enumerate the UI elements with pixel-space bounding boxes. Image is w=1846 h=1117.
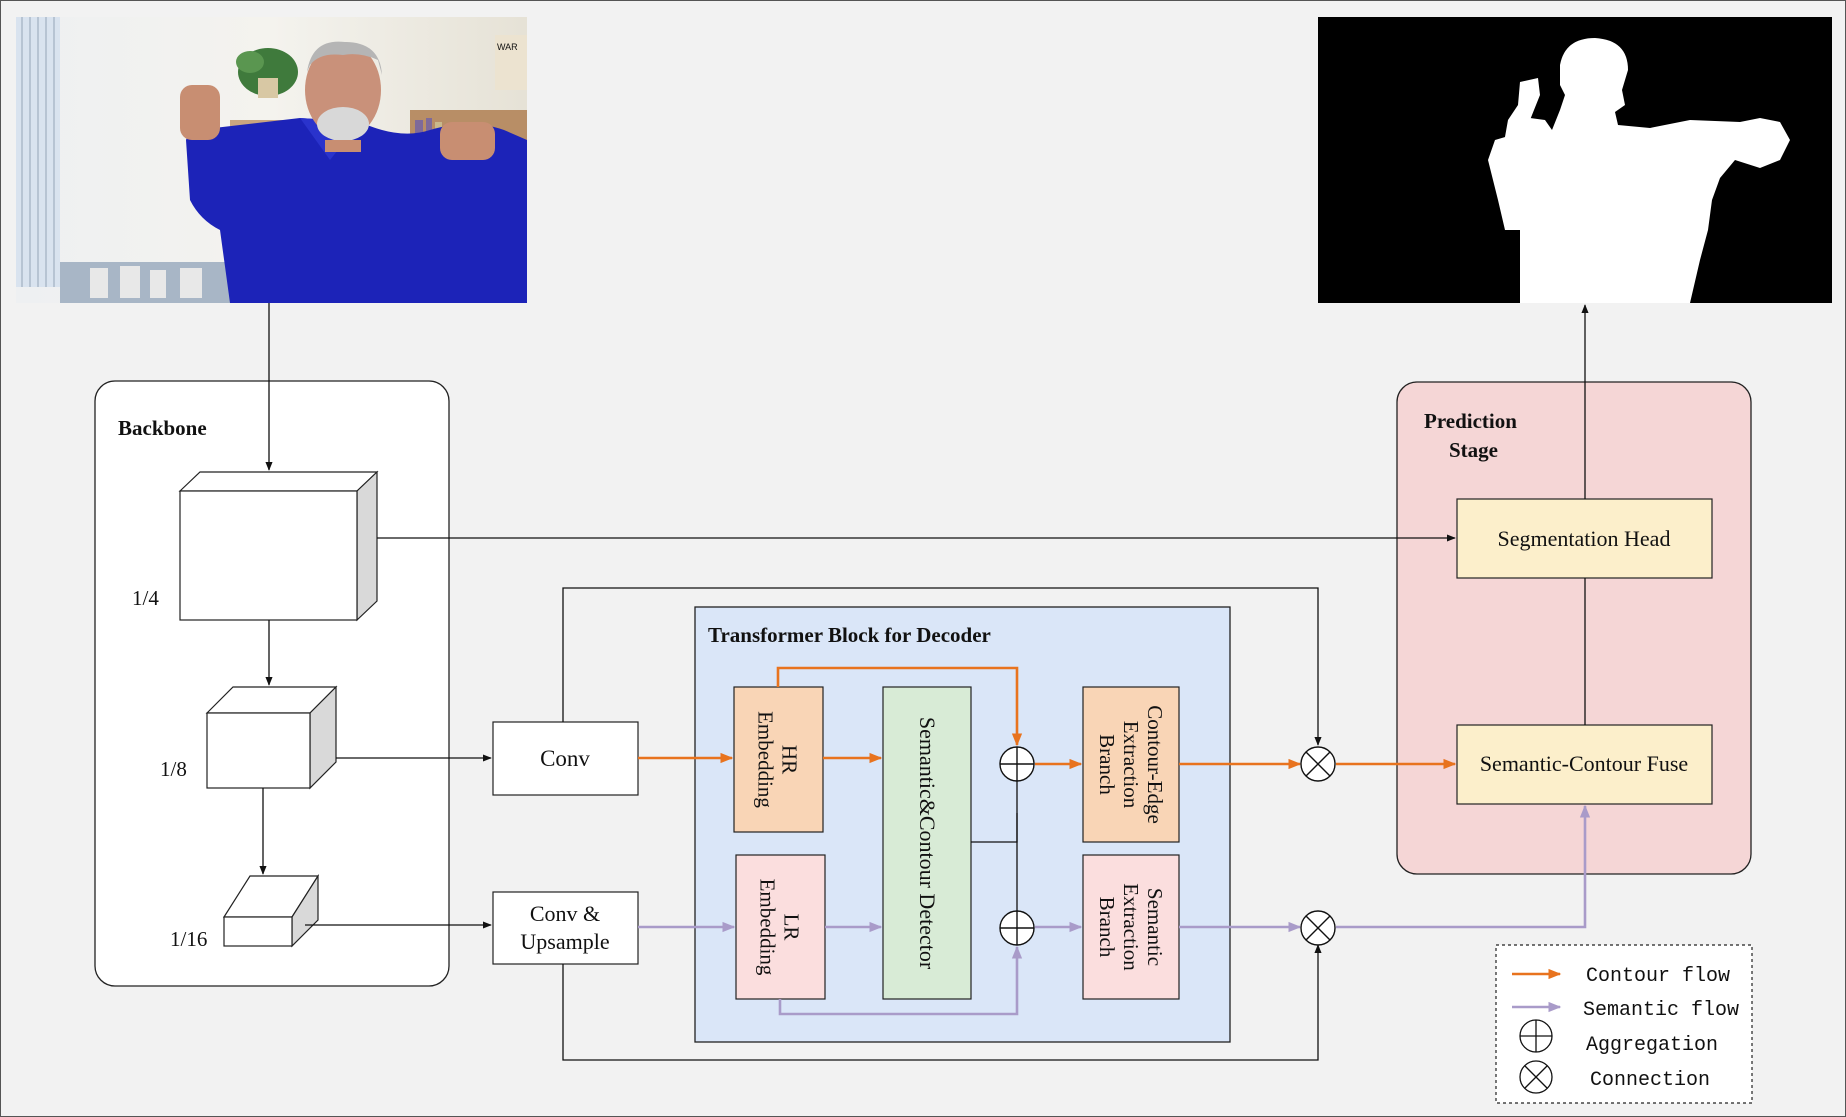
aggregation-node-top [999, 746, 1035, 782]
lr-embedding-box: LR Embedding [735, 854, 826, 1000]
legend-semantic-label: Semantic flow [1583, 999, 1739, 1022]
semantic-branch-label-line3: Branch [1095, 897, 1119, 958]
conv-upsample-box: Conv & Upsample [492, 891, 639, 965]
contour-branch-label-line2: Extraction [1119, 721, 1143, 809]
segmentation-head-box: Segmentation Head [1456, 498, 1713, 579]
connection-node-top [1300, 746, 1336, 782]
legend-aggregation-icon [1519, 1019, 1553, 1053]
conv-upsample-label-line1: Conv & [530, 901, 600, 926]
feature-cube-quarter [178, 470, 379, 622]
legend-contour-label: Contour flow [1586, 965, 1730, 988]
contour-flow-arrows [638, 666, 1457, 770]
scale-label-quarter: 1/4 [132, 586, 159, 610]
conv-label: Conv [540, 746, 590, 771]
hr-embedding-box: HR Embedding [733, 686, 824, 833]
scale-label-eighth: 1/8 [160, 757, 187, 781]
lr-embedding-label-line1: LR [780, 914, 804, 941]
lr-embedding-label-line2: Embedding [756, 879, 780, 976]
connection-node-bottom [1300, 910, 1336, 946]
input-photo: WAR [16, 17, 527, 303]
semantic-branch-label-line2: Extraction [1119, 883, 1143, 971]
legend: Contour flow Semantic flow Aggregation C… [1495, 944, 1753, 1104]
svg-text:WAR: WAR [497, 42, 518, 52]
output-mask [1318, 17, 1832, 303]
conv-upsample-label-line2: Upsample [520, 929, 609, 954]
scale-label-sixteenth: 1/16 [170, 927, 207, 951]
conv-box: Conv [492, 721, 639, 796]
semantic-contour-fuse-box: Semantic-Contour Fuse [1456, 724, 1713, 805]
prediction-title-line1: Prediction [1424, 409, 1517, 433]
semantic-contour-fuse-label: Semantic-Contour Fuse [1480, 751, 1688, 776]
feature-cube-sixteenth [222, 873, 320, 948]
contour-branch-label-line3: Branch [1095, 734, 1119, 795]
semantic-branch-box: Semantic Extraction Branch [1082, 854, 1180, 1000]
legend-aggregation-label: Aggregation [1586, 1034, 1718, 1057]
contour-edge-branch-box: Contour-Edge Extraction Branch [1082, 686, 1180, 843]
legend-connection-icon [1519, 1060, 1553, 1094]
legend-connection-label: Connection [1590, 1069, 1710, 1092]
prediction-title-line2: Stage [1449, 438, 1498, 462]
semantic-contour-detector-box: Semantic&Contour Detector [882, 686, 972, 1000]
hr-embedding-label-line2: Embedding [754, 711, 778, 808]
feature-cube-eighth [205, 685, 338, 790]
black-connectors [259, 303, 1589, 1061]
transformer-block-title: Transformer Block for Decoder [708, 623, 991, 647]
backbone-title: Backbone [118, 416, 207, 440]
aggregation-node-bottom [999, 910, 1035, 946]
semantic-flow-arrows [638, 804, 1591, 1016]
hr-embedding-label-line1: HR [778, 745, 802, 774]
segmentation-head-label: Segmentation Head [1498, 526, 1671, 551]
semantic-contour-detector-label: Semantic&Contour Detector [915, 717, 940, 970]
contour-branch-label-line1: Contour-Edge [1143, 705, 1167, 824]
semantic-branch-label-line1: Semantic [1143, 888, 1167, 966]
